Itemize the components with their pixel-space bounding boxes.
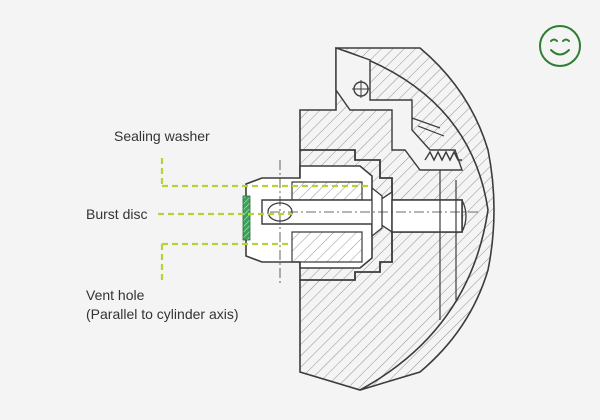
sealing-washer-label: Sealing washer: [114, 128, 210, 144]
shaft: [391, 199, 463, 233]
burst-disc-label: Burst disc: [86, 206, 148, 222]
callout-lines: [158, 158, 372, 282]
upper-mount: [335, 47, 463, 171]
vent-hole-label: Vent hole: [86, 287, 145, 303]
housing-edge: [335, 47, 489, 391]
vent-hole-sublabel: (Parallel to cylinder axis): [86, 306, 239, 322]
serrated-fitting: [424, 150, 462, 162]
burst-disc: [242, 195, 251, 241]
smiley-face-icon: [539, 25, 581, 67]
plug-hatch: [291, 231, 363, 263]
